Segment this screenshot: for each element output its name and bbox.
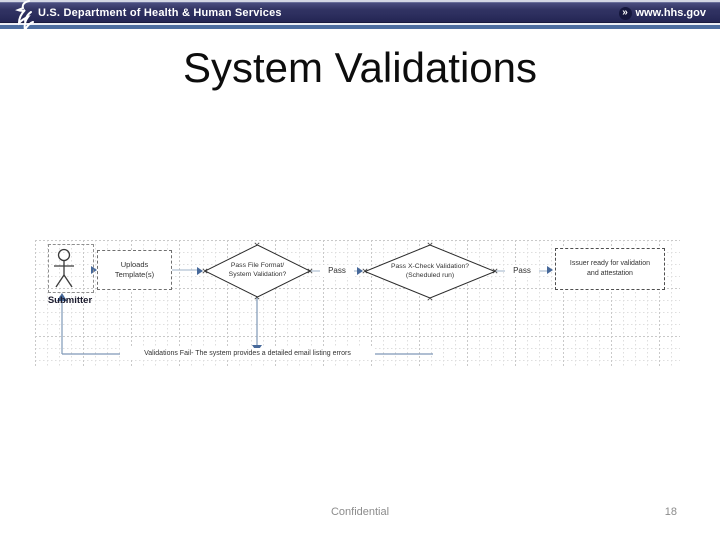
decision1-line1: Pass File Format/ [230, 262, 285, 270]
issuer-ready-box: Issuer ready for validation and attestat… [555, 248, 665, 290]
header-website-text: www.hhs.gov [635, 7, 707, 19]
hhs-eagle-logo-icon [15, 0, 34, 34]
slide-title: System Validations [182, 44, 538, 91]
submitter-actor-box [48, 244, 94, 293]
page-number: 18 [664, 506, 677, 518]
diagram-grid [35, 240, 680, 366]
decision1-line2: System Validation? [228, 271, 287, 278]
header-department-text: U.S. Department of Health & Human Servic… [38, 7, 282, 19]
validations-fail-label: Validations Fail- The system provides a … [120, 348, 375, 360]
decision2-line1: Pass X-Check Validation? [390, 262, 470, 270]
header-gap-line [0, 23, 720, 25]
issuer-line1: Issuer ready for validation [569, 259, 651, 267]
hhs-header-banner: U.S. Department of Health & Human Servic… [0, 0, 720, 34]
uploads-template-box: Uploads Template(s) [97, 250, 172, 290]
file-format-decision-diamond: Pass File Format/ System Validation? [203, 244, 312, 298]
pass-label-2: Pass [505, 265, 539, 277]
footer-confidential-text: Confidential [330, 506, 390, 518]
header-blue-stripe [0, 25, 720, 29]
pass-label-1: Pass [320, 265, 354, 277]
uploads-line1: Uploads [120, 259, 149, 269]
decision1-text: Pass File Format/ System Validation? [205, 245, 310, 297]
decision2-text: Pass X-Check Validation? (Scheduled run) [365, 245, 495, 298]
submitter-label: Submitter [47, 295, 93, 306]
uploads-line2: Template(s) [114, 270, 155, 279]
stick-figure-icon [54, 248, 74, 288]
xcheck-decision-diamond: Pass X-Check Validation? (Scheduled run) [363, 244, 497, 299]
double-chevron-icon: » [618, 6, 632, 20]
header-right-group: » www.hhs.gov [618, 3, 707, 23]
validation-flowchart: Submitter Uploads Template(s) Pass File … [35, 240, 680, 366]
issuer-line2: and attestation [587, 270, 633, 277]
decision2-line2: (Scheduled run) [405, 271, 455, 279]
header-navy-bar: U.S. Department of Health & Human Servic… [0, 2, 720, 23]
header-top-edge [0, 0, 720, 2]
